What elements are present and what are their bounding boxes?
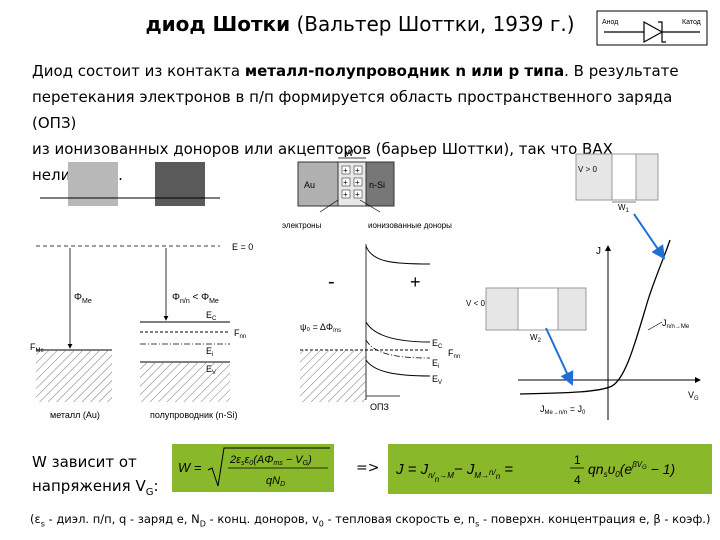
plus-sign: + xyxy=(410,272,421,292)
donors-label: ионизованные доноры xyxy=(368,221,452,230)
vg-neg-label: V < 0 xyxy=(466,299,485,308)
iv-curve xyxy=(519,239,671,395)
nsi-label: n-Si xyxy=(369,180,385,190)
title-rest: (Вальтер Шоттки, 1939 г.) xyxy=(290,12,575,36)
ec-label-right: EC xyxy=(432,338,443,350)
formula-j: J = Jn/n→M− JM→n/n = 1 4 qnsυ0(eβVG − 1) xyxy=(388,444,712,494)
slide-title: диод Шотки (Вальтер Шоттки, 1939 г.) xyxy=(0,12,720,36)
ec-bend xyxy=(365,321,431,343)
valence-band-left xyxy=(140,362,230,402)
metal-fill-left xyxy=(36,350,112,402)
svg-text:+: + xyxy=(343,190,348,199)
ei-bend xyxy=(365,339,431,359)
phi-me-label: ΦMe xyxy=(74,292,92,305)
ec-label-left: EC xyxy=(206,310,217,322)
ei-label-left: Ei xyxy=(206,346,213,358)
formula-w-lhs: W = xyxy=(178,460,202,475)
cathode-label: Катод xyxy=(682,19,701,26)
donor-pointer xyxy=(359,199,381,213)
nsi-region xyxy=(365,161,395,207)
donor-icons: + + + + + + xyxy=(341,165,363,199)
forward-depletion xyxy=(611,153,637,201)
w2-label: W2 xyxy=(530,333,542,344)
svg-text:+: + xyxy=(343,166,348,175)
minus-sign: - xyxy=(328,271,335,293)
footnote: (εs - диэл. п/п, q - заряд е, ND - конц.… xyxy=(30,512,711,529)
opz-label: ОПЗ xyxy=(370,402,389,412)
diode-symbol: Анод Катод xyxy=(596,10,708,46)
svg-text:+: + xyxy=(355,166,360,175)
formula-w-num: 2εsε0(AΦms − VG) xyxy=(229,454,312,467)
formula-j-rhs: qnsυ0(eβVG − 1) xyxy=(588,460,675,479)
ev-bend xyxy=(365,359,431,377)
fme-label: FMe xyxy=(30,342,44,354)
electrons-label: электроны xyxy=(282,221,322,230)
metal-block xyxy=(68,162,118,206)
anode-label: Анод xyxy=(602,19,618,26)
formula-j-frac-den: 4 xyxy=(574,473,581,487)
title-bold: диод Шотки xyxy=(145,12,291,36)
vacuum-bend xyxy=(365,245,431,265)
semi-caption: полупроводник (n-Si) xyxy=(150,410,238,420)
vg-axis-label: VG xyxy=(688,390,699,402)
vg-pos-label: V > 0 xyxy=(578,165,597,174)
w1-label: W1 xyxy=(618,203,630,214)
semiconductor-block xyxy=(155,162,205,206)
reverse-arrow xyxy=(545,327,574,386)
au-label: Au xyxy=(304,180,315,190)
e0-label: E = 0 xyxy=(232,242,253,252)
formula-j-lhs: J = Jn/n→M− JM→n/n = xyxy=(395,461,513,484)
metal-fill-right xyxy=(300,350,366,402)
schottky-diagram: Au n-Si W + + + + + + электроны ионизова… xyxy=(30,148,701,420)
svg-text:+: + xyxy=(355,190,360,199)
para-line-2: перетекания электронов в п/п формируется… xyxy=(32,88,673,132)
implies-arrow: => xyxy=(356,460,380,476)
metal-caption: металл (Au) xyxy=(50,410,100,420)
psi-label: ψ₀ = ΔΦms xyxy=(300,322,341,334)
j-axis-label: J xyxy=(596,246,601,257)
reverse-depletion xyxy=(517,287,559,331)
ev-label-right: EV xyxy=(432,374,442,386)
jnn-label: Jn/n→Me xyxy=(662,318,690,330)
jnn-pointer xyxy=(647,321,663,331)
phi-compare-label: Φn/n < ΦMe xyxy=(172,292,219,305)
formula-w-den: qND xyxy=(266,475,285,488)
jme-label: JMe→n/n = J0 xyxy=(540,404,586,416)
ei-label-right: Ei xyxy=(432,358,439,370)
para-line-1: Диод состоит из контакта металл-полупров… xyxy=(32,62,679,80)
w-depends-text: W зависит от напряжения VG: xyxy=(32,453,159,498)
formula-w: W = 2εsε0(AΦms − VG) qND xyxy=(172,444,334,492)
fnn-label-left: Fnn xyxy=(234,328,246,340)
formula-j-frac-num: 1 xyxy=(574,453,581,467)
svg-text:+: + xyxy=(343,178,348,187)
electron-pointer xyxy=(319,199,339,213)
forward-arrow xyxy=(633,213,666,260)
fnn-label-right: Fnn xyxy=(448,348,460,360)
w-label: W xyxy=(345,148,354,158)
svg-text:+: + xyxy=(355,178,360,187)
